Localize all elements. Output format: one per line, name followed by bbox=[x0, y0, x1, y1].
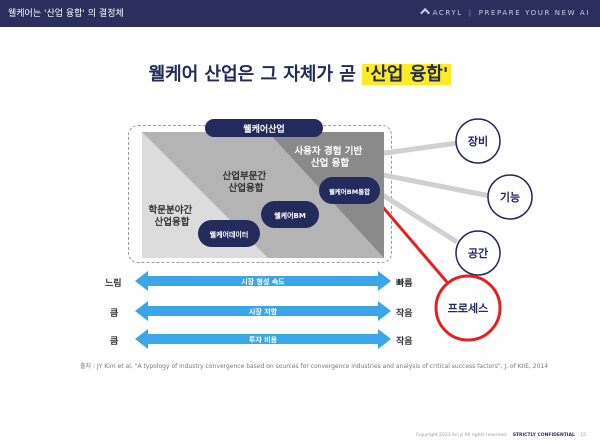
pill-welcare-bm bbox=[261, 201, 319, 228]
arrow-investment-cost-right: 작음 bbox=[396, 337, 413, 347]
diagram-title-text: 웰케어산업 bbox=[243, 123, 284, 135]
headline-highlight: '산업 융합' bbox=[361, 64, 452, 85]
slide-headline: 웰케어 산업은 그 자체가 곧'산업 융합' bbox=[0, 60, 600, 86]
footer-page-number: 15 bbox=[580, 433, 586, 438]
arrow-market-resistance: 시장 저항 bbox=[135, 301, 391, 321]
zone-mid-line1: 산업부문간 bbox=[222, 170, 266, 182]
arrow-investment-cost: 투자 비용 bbox=[135, 329, 391, 349]
arrow-market-speed: 시장 형성 속도 bbox=[135, 271, 391, 291]
zone-dark-line2: 산업 융합 bbox=[311, 157, 350, 169]
pill-welcare-data-text: 웰케어데이터 bbox=[210, 230, 249, 239]
arrow-market-resistance-label: 시장 저항 bbox=[249, 307, 278, 316]
connector-line-equipment bbox=[377, 140, 458, 157]
footer-copyright: Copyright 2023 Acryl All rights reserved… bbox=[415, 433, 508, 438]
zone-light-line1: 학문분야간 bbox=[148, 204, 192, 216]
circle-equipment bbox=[455, 118, 501, 164]
pill-welcare-bm-text: 웰케어BM bbox=[274, 211, 306, 220]
zone-dark-label: 사용자 경험 기반 산업 융합 bbox=[294, 145, 365, 169]
connector-line-space bbox=[376, 189, 459, 245]
circle-space bbox=[455, 230, 501, 276]
zone-mid-label: 산업부문간 산업융합 bbox=[222, 170, 269, 194]
arrow-market-speed-label: 시장 형성 속도 bbox=[241, 277, 285, 286]
footer-confidential: STRICTLY CONFIDENTIAL bbox=[512, 433, 575, 438]
slide-section-title: 웰케어는 '산업 융합' 의 결정체 bbox=[8, 9, 124, 19]
circle-function bbox=[487, 174, 533, 220]
arrow-market-resistance-left: 큼 bbox=[110, 309, 119, 319]
zone-light-label: 학문분야간 산업융합 bbox=[148, 204, 195, 228]
arrow-investment-cost-label: 투자 비용 bbox=[249, 335, 278, 344]
slide-footer: Copyright 2023 Acryl All rights reserved… bbox=[416, 433, 586, 438]
zone-light-line2: 산업융합 bbox=[155, 216, 190, 228]
circle-process-text: 프로세스 bbox=[448, 301, 488, 315]
zone-dark-line1: 사용자 경험 기반 bbox=[294, 145, 362, 157]
zone-mid-line2: 산업융합 bbox=[229, 182, 264, 194]
source-footnote: 출처 : JY Kim et al, "A typology of indust… bbox=[80, 363, 549, 370]
connector-line-process bbox=[379, 204, 454, 289]
pill-welcare-bm-integration bbox=[319, 177, 380, 204]
brand-separator: | bbox=[468, 9, 473, 17]
arrow-market-resistance-right: 작음 bbox=[396, 309, 413, 319]
pill-welcare-bm-integration-text: 웰케어BM통합 bbox=[329, 187, 370, 196]
arrow-market-speed-left: 느림 bbox=[105, 279, 122, 289]
circle-space-text: 공간 bbox=[468, 246, 488, 260]
connector-line-function bbox=[377, 171, 491, 199]
diagram-title-pill bbox=[205, 119, 323, 137]
arrow-market-speed-right: 빠름 bbox=[396, 279, 413, 289]
headline-main: 웰케어 산업은 그 자체가 곧 bbox=[148, 64, 356, 85]
brand-area: ACRYL | PREPARE YOUR NEW AI bbox=[419, 7, 590, 18]
arrow-investment-cost-left: 큼 bbox=[110, 337, 119, 347]
circle-process bbox=[434, 274, 502, 342]
brand-tagline: PREPARE YOUR NEW AI bbox=[478, 9, 590, 17]
brand-name: ACRYL bbox=[432, 9, 463, 17]
circle-equipment-text: 장비 bbox=[468, 134, 488, 148]
top-bar: 웰케어는 '산업 융합' 의 결정체 ACRYL | PREPARE YOUR NE… bbox=[0, 0, 600, 27]
pill-welcare-data bbox=[198, 220, 260, 247]
circle-function-text: 기능 bbox=[500, 190, 520, 204]
